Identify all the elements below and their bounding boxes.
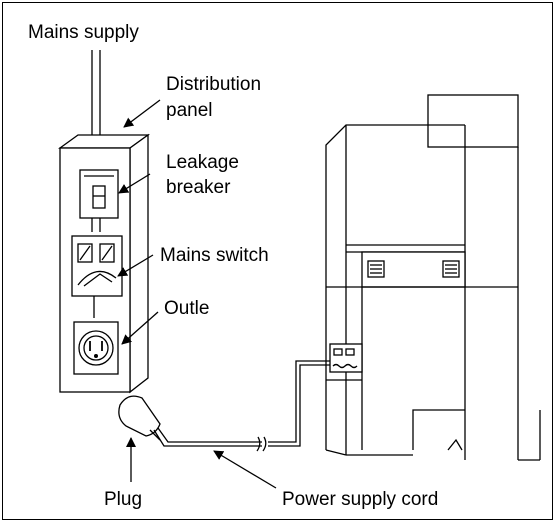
power-inlet-box bbox=[329, 343, 363, 373]
plug bbox=[118, 395, 161, 441]
arrow-outlet bbox=[121, 311, 159, 345]
leakage-label-1: Leakage bbox=[166, 152, 239, 173]
power-supply-cord bbox=[153, 360, 334, 452]
leakage-breaker bbox=[79, 169, 119, 219]
vent-right bbox=[442, 260, 460, 278]
machine bbox=[325, 94, 541, 461]
power-cord-label: Power supply cord bbox=[282, 489, 438, 510]
title-label: Mains supply bbox=[28, 22, 139, 43]
outlet-label: Outle bbox=[164, 298, 209, 319]
arrow-distribution bbox=[123, 99, 161, 128]
distribution-panel bbox=[57, 50, 151, 394]
outlet bbox=[73, 321, 119, 375]
mains-switch-label: Mains switch bbox=[160, 245, 269, 266]
mains-switch bbox=[71, 235, 123, 297]
plug-label: Plug bbox=[104, 489, 142, 510]
arrow-switch bbox=[117, 254, 154, 277]
arrow-cord bbox=[213, 450, 277, 489]
vent-left bbox=[367, 260, 385, 278]
leakage-label-2: breaker bbox=[166, 177, 231, 198]
distribution-label-2: panel bbox=[166, 100, 213, 121]
arrow-leakage bbox=[118, 173, 151, 194]
distribution-label-1: Distribution bbox=[166, 74, 261, 95]
